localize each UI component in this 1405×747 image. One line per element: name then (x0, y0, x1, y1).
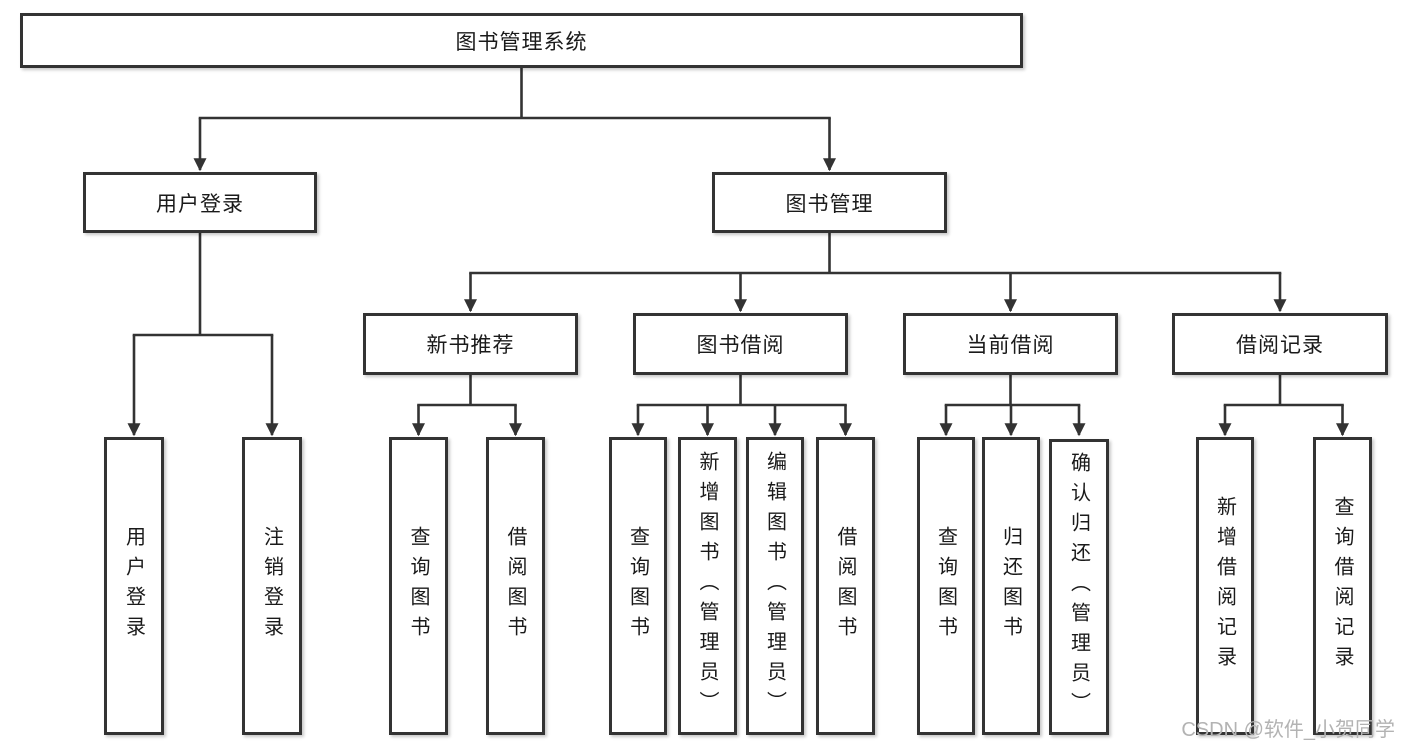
node-leaf-borrow-books-1-label: 借阅图书 (504, 526, 526, 646)
node-new-book-recommend: 新书推荐 (363, 313, 578, 375)
node-leaf-user-login-label: 用户登录 (122, 526, 145, 646)
node-user-login-label: 用户登录 (156, 192, 244, 216)
node-new-book-recommend-label: 新书推荐 (426, 334, 515, 357)
node-book-borrowing: 图书借阅 (633, 313, 848, 375)
node-leaf-add-book-admin-label: 新增图书（管理员） (696, 451, 718, 721)
node-leaf-borrow-books-1: 借阅图书 (486, 437, 545, 735)
node-root-label: 图书管理系统 (455, 30, 588, 54)
node-leaf-logout-label: 注销登录 (260, 526, 283, 646)
node-current-borrowing-label: 当前借阅 (966, 334, 1055, 357)
node-book-borrowing-label: 图书借阅 (696, 334, 785, 357)
node-root: 图书管理系统 (20, 13, 1023, 68)
node-leaf-user-login: 用户登录 (104, 437, 164, 735)
node-current-borrowing: 当前借阅 (903, 313, 1118, 375)
node-borrowing-records: 借阅记录 (1172, 313, 1388, 375)
node-leaf-query-books-3: 查询图书 (917, 437, 975, 735)
node-leaf-query-borrow-record: 查询借阅记录 (1313, 437, 1372, 735)
node-leaf-add-book-admin: 新增图书（管理员） (678, 437, 737, 735)
node-leaf-logout: 注销登录 (242, 437, 302, 735)
node-leaf-query-books-2-label: 查询图书 (626, 526, 649, 646)
node-leaf-return-books-label: 归还图书 (999, 526, 1022, 646)
node-leaf-query-books-2: 查询图书 (609, 437, 667, 735)
node-leaf-borrow-books-2-label: 借阅图书 (834, 526, 856, 646)
node-leaf-query-books-1: 查询图书 (389, 437, 448, 735)
node-leaf-edit-book-admin: 编辑图书（管理员） (746, 437, 804, 735)
node-leaf-edit-book-admin-label: 编辑图书（管理员） (763, 451, 786, 721)
node-user-login: 用户登录 (83, 172, 317, 233)
node-leaf-query-borrow-record-label: 查询借阅记录 (1331, 496, 1353, 676)
node-leaf-add-borrow-record: 新增借阅记录 (1196, 437, 1254, 735)
node-leaf-confirm-return-admin-label: 确认归还（管理员） (1067, 452, 1090, 722)
node-leaf-borrow-books-2: 借阅图书 (816, 437, 875, 735)
csdn-watermark: CSDN @软件_小贺同学 (1181, 719, 1395, 741)
node-leaf-return-books: 归还图书 (982, 437, 1040, 735)
node-leaf-query-books-1-label: 查询图书 (407, 526, 429, 646)
node-leaf-query-books-3-label: 查询图书 (934, 526, 957, 646)
node-book-management: 图书管理 (712, 172, 947, 233)
node-borrowing-records-label: 借阅记录 (1236, 334, 1324, 357)
node-leaf-confirm-return-admin: 确认归还（管理员） (1049, 439, 1109, 735)
node-book-management-label: 图书管理 (785, 192, 874, 216)
node-leaf-add-borrow-record-label: 新增借阅记录 (1213, 496, 1236, 676)
